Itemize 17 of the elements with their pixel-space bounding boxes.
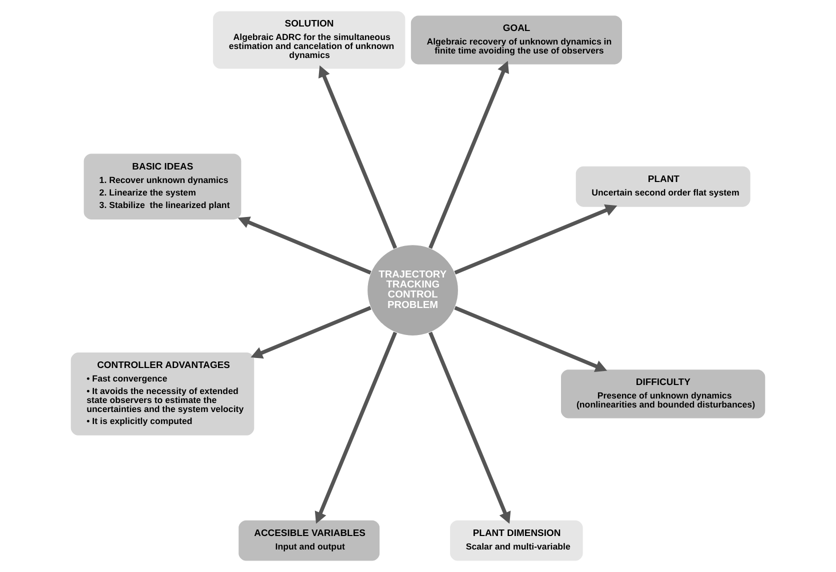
arrow — [454, 204, 618, 275]
node-box: ACCESIBLE VARIABLES Input and output — [238, 520, 380, 562]
node-box: DIFFICULTY Presence of unknown dynamics (nonlinearities and bounded disturbances) — [560, 368, 766, 419]
arrow — [454, 306, 608, 372]
arrow — [250, 306, 372, 359]
node-circle: TRAJECTORY TRACKING CONTROL PROBLEM — [366, 244, 459, 336]
arrow — [318, 65, 398, 249]
arrow — [428, 60, 509, 249]
node-box: SOLUTION Algebraic ADRC for the simultaneous estimation and cancelation of unknown dynamics — [212, 10, 406, 70]
arrow — [428, 332, 511, 524]
arrow — [314, 332, 398, 524]
arrow — [238, 216, 372, 275]
node-box: PLANT DIMENSION Scalar and multi-variable — [449, 520, 584, 562]
node-box: BASIC IDEAS 1. Recover unknown dynamics 2. Linearize the system 3. Stabilize the linearized plant — [83, 153, 242, 220]
node-box: CONTROLLER ADVANTAGES • Fast convergence • It avoids the necessity of extended state observers to estimate the uncertainties and the system velocity • It is explicitly computed — [70, 352, 255, 436]
node-box: PLANT Uncertain second order flat system — [575, 166, 751, 208]
node-box: GOAL Algebraic recovery of unknown dynamics in finite time avoiding the use of observers — [410, 15, 623, 65]
